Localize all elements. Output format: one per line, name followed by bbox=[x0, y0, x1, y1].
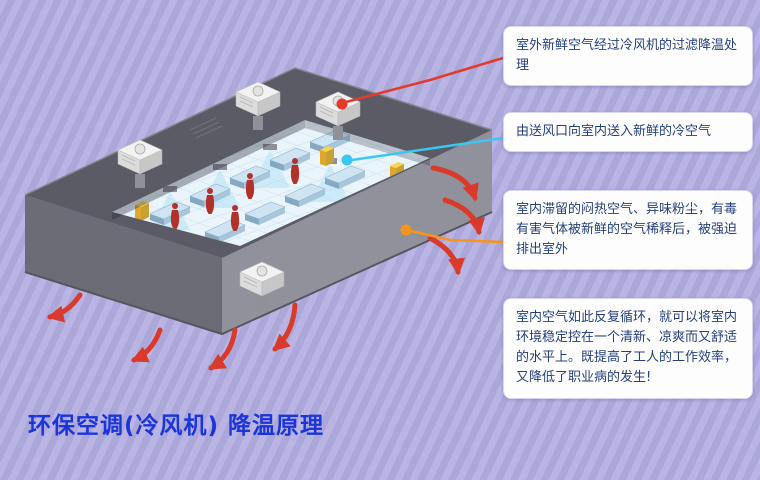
red-dot bbox=[336, 98, 348, 110]
callout-fresh-air-filtering: 室外新鲜空气经过冷风机的过滤降温处理 bbox=[503, 26, 753, 87]
callout-supply-vent: 由送风口向室内送入新鲜的冷空气 bbox=[503, 112, 753, 153]
page-title: 环保空调(冷风机) 降温原理 bbox=[28, 413, 325, 439]
connector-line-exhaust-air bbox=[410, 229, 504, 244]
connector-line-fresh-air bbox=[345, 56, 504, 104]
exhaust-airflow-arrows bbox=[46, 165, 485, 371]
wall-base-edge bbox=[24, 211, 493, 336]
roof-plate bbox=[25, 68, 492, 258]
callout-text: 由送风口向室内送入新鲜的冷空气 bbox=[516, 124, 712, 139]
callout-text: 室内滞留的闷热空气、异味粉尘，有毒有害气体被新鲜的空气稀释后，被强迫排出室外 bbox=[516, 202, 738, 258]
cyan-dot bbox=[341, 154, 353, 166]
callout-text: 室外新鲜空气经过冷风机的过滤降温处理 bbox=[516, 38, 738, 74]
callout-circulation-summary: 室内空气如此反复循环，就可以将室内环境稳定控在一个清新、凉爽而又舒适的水平上。既… bbox=[503, 298, 753, 399]
connector-line-supply-air bbox=[351, 136, 504, 162]
roof-grille bbox=[189, 117, 223, 139]
orange-dot bbox=[400, 224, 412, 236]
opening-shadow-left bbox=[112, 120, 305, 220]
front-left-wall bbox=[25, 195, 222, 334]
callout-text: 室内空气如此反复循环，就可以将室内环境稳定控在一个清新、凉爽而又舒适的水平上。既… bbox=[516, 310, 738, 386]
callout-connectors bbox=[336, 56, 504, 244]
roof-ridge-edge bbox=[24, 67, 493, 196]
building-walls bbox=[24, 130, 493, 336]
front-right-wall bbox=[222, 130, 492, 334]
callout-exhaust-air: 室内滞留的闷热空气、异味粉尘，有毒有害气体被新鲜的空气稀释后，被强迫排出室外 bbox=[503, 190, 753, 271]
